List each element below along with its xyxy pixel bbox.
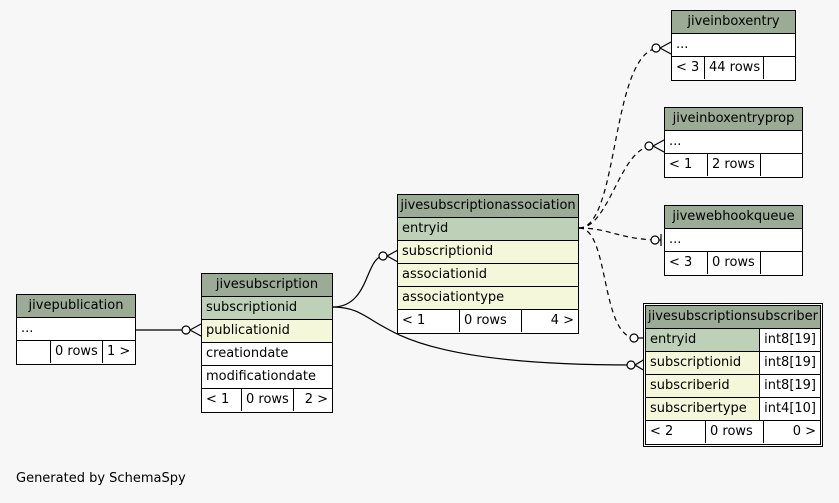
column-row: ...	[672, 34, 795, 57]
column-row-pk: entryid int8[19]	[646, 329, 820, 352]
table-jiveinboxentry[interactable]: jiveinboxentry ... < 3 44 rows	[671, 10, 796, 81]
stats-row: < 3 0 rows	[665, 252, 802, 275]
row-count: 0 rows	[460, 310, 522, 332]
column-type: int8[19]	[760, 352, 820, 374]
column-row: associationid	[398, 264, 578, 287]
table-jivesubscription[interactable]: jivesubscription subscriptionid publicat…	[201, 273, 333, 413]
column-row: ...	[665, 229, 802, 252]
table-jivepublication[interactable]: jivepublication ... 0 rows 1 >	[16, 294, 136, 365]
table-name: jivesubscriptionsubscriber	[646, 306, 820, 329]
parents-count: < 1	[398, 310, 460, 332]
column-row-fk: subscriptionid	[398, 241, 578, 264]
column-type: int8[19]	[760, 375, 820, 397]
row-count: 0 rows	[51, 341, 103, 363]
table-name: jivewebhookqueue	[665, 206, 802, 229]
parents-count: < 3	[665, 252, 708, 274]
row-count: 2 rows	[708, 154, 761, 176]
crowfoot	[386, 249, 399, 263]
table-name: jivepublication	[17, 295, 135, 318]
column-row: associationtype	[398, 287, 578, 310]
table-jivesubscriptionsubscriber[interactable]: jivesubscriptionsubscriber entryid int8[…	[643, 303, 823, 447]
table-name: jivesubscription	[202, 274, 332, 297]
column-name: subscriberid	[646, 375, 761, 397]
table-name: jivesubscriptionassociation	[398, 195, 578, 218]
column-row: creationdate	[202, 343, 332, 366]
crowfoot	[659, 41, 672, 55]
rel-assoc-subscription	[332, 255, 385, 308]
stats-row: 0 rows 1 >	[17, 341, 135, 364]
row-count: 0 rows	[708, 252, 761, 274]
column-row-fk: subscriptionid int8[19]	[646, 352, 820, 375]
column-name: subscriptionid	[646, 352, 761, 374]
footer-text: Generated by SchemaSpy	[16, 471, 186, 486]
row-count: 0 rows	[242, 389, 294, 411]
children-count: 0 >	[792, 424, 816, 439]
rel-inboxentryprop	[578, 145, 654, 229]
row-count: 0 rows	[706, 421, 764, 443]
children-count: 4 >	[550, 313, 574, 328]
crowfoot	[189, 323, 202, 337]
column-name: entryid	[646, 329, 761, 351]
children-count	[761, 252, 802, 274]
column-name: subscribertype	[646, 398, 761, 420]
table-name: jiveinboxentryprop	[665, 108, 802, 131]
table-jiveinboxentryprop[interactable]: jiveinboxentryprop ... < 1 2 rows	[664, 107, 803, 178]
rel-subscriber-entry	[578, 227, 637, 339]
crowfoot-circle	[629, 333, 639, 343]
table-name: jiveinboxentry	[672, 11, 795, 34]
column-row: subscriberid int8[19]	[646, 375, 820, 398]
stats-row: < 1 0 rows 4 >	[398, 310, 578, 333]
column-row: ...	[665, 131, 802, 154]
column-type: int8[19]	[760, 329, 820, 351]
row-count: 44 rows	[705, 57, 764, 79]
rel-webhookqueue	[578, 227, 662, 241]
crowfoot-circle	[644, 141, 654, 151]
column-row-pk: entryid	[398, 218, 578, 241]
column-row: modificationdate	[202, 366, 332, 389]
crowfoot-circle	[181, 325, 191, 335]
crowfoot-circle	[650, 235, 660, 245]
stats-row: < 3 44 rows	[672, 57, 795, 80]
crowfoot-circle	[378, 251, 388, 261]
table-jivesubscriptionassociation[interactable]: jivesubscriptionassociation entryid subs…	[397, 194, 579, 334]
stats-row: < 1 0 rows 2 >	[202, 389, 332, 412]
crowfoot	[652, 139, 665, 153]
column-row-pk: subscriptionid	[202, 297, 332, 320]
rel-subscriber-subscription	[332, 306, 632, 366]
stats-row: < 1 2 rows	[665, 154, 802, 177]
crowfoot-circle	[651, 43, 661, 53]
parents-count: < 1	[202, 389, 242, 411]
column-type: int4[10]	[760, 398, 820, 420]
column-row-fk: publicationid	[202, 320, 332, 343]
column-row: subscribertype int4[10]	[646, 398, 820, 421]
rel-inboxentry	[578, 47, 661, 229]
table-jivewebhookqueue[interactable]: jivewebhookqueue ... < 3 0 rows	[664, 205, 803, 276]
children-count	[764, 57, 795, 79]
children-count	[761, 154, 802, 176]
parents-count: < 1	[665, 154, 708, 176]
parents-count	[17, 341, 51, 363]
children-count: 2 >	[304, 392, 328, 407]
children-count: 1 >	[107, 344, 131, 359]
crowfoot-circle	[626, 360, 636, 370]
parents-count: < 3	[672, 57, 705, 79]
column-row: ...	[17, 318, 135, 341]
stats-row: < 2 0 rows 0 >	[646, 421, 820, 444]
parents-count: < 2	[646, 421, 706, 443]
